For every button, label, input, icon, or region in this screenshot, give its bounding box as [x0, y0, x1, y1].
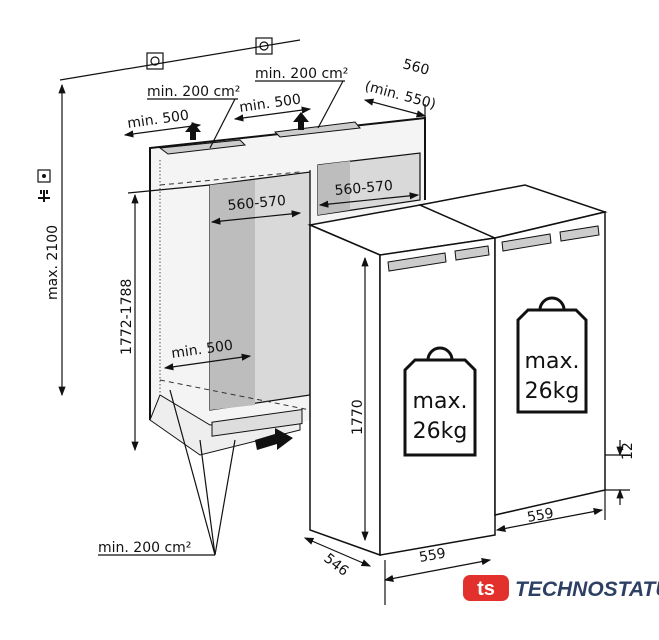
weight-line2: 26kg [413, 419, 468, 444]
front-width-label: 559 [418, 546, 447, 566]
weight-line2: 26kg [525, 379, 580, 404]
max-weight-icon: max. 26kg [516, 296, 588, 414]
vent-area-label: min. 200 cm² [255, 66, 348, 82]
min-500-label: min. 500 [238, 91, 302, 115]
depth-min-label: (min. 550) [363, 78, 438, 112]
airflow-arrow-icon [255, 428, 293, 450]
min-500-label: min. 500 [126, 107, 190, 131]
niche-width-label: 560-570 [227, 193, 287, 214]
right-width-label: 559 [526, 506, 555, 526]
max-height-dimension: max. 2100 [37, 83, 66, 397]
appliance-right: max. 26kg [417, 184, 608, 516]
power-plug-icon [37, 169, 51, 202]
logo-name: TECHNOSTATUS [515, 578, 659, 601]
appliance-height-label: 1770 [350, 399, 366, 435]
depth-label: 560 [401, 56, 431, 78]
technostatus-logo: ts TECHNOSTATUS [463, 575, 659, 601]
socket-icon [146, 52, 164, 70]
niche-height-label: 1772-1788 [119, 279, 135, 355]
vent-area-label: min. 200 cm² [147, 84, 240, 100]
socket-icon [255, 37, 273, 55]
weight-line1: max. [525, 349, 580, 374]
appliance-left: max. 26kg [307, 204, 498, 557]
airflow-arrow-icon [293, 112, 309, 130]
max-height-label: max. 2100 [45, 225, 61, 300]
appliance-depth-label: 546 [321, 551, 352, 580]
max-weight-icon: max. 26kg [403, 346, 477, 457]
gap-label: 12 [620, 442, 636, 460]
weight-line1: max. [413, 389, 468, 414]
svg-text:ts: ts [477, 578, 495, 600]
vent-area-label: min. 200 cm² [98, 540, 191, 556]
ceiling-reference [59, 37, 301, 81]
